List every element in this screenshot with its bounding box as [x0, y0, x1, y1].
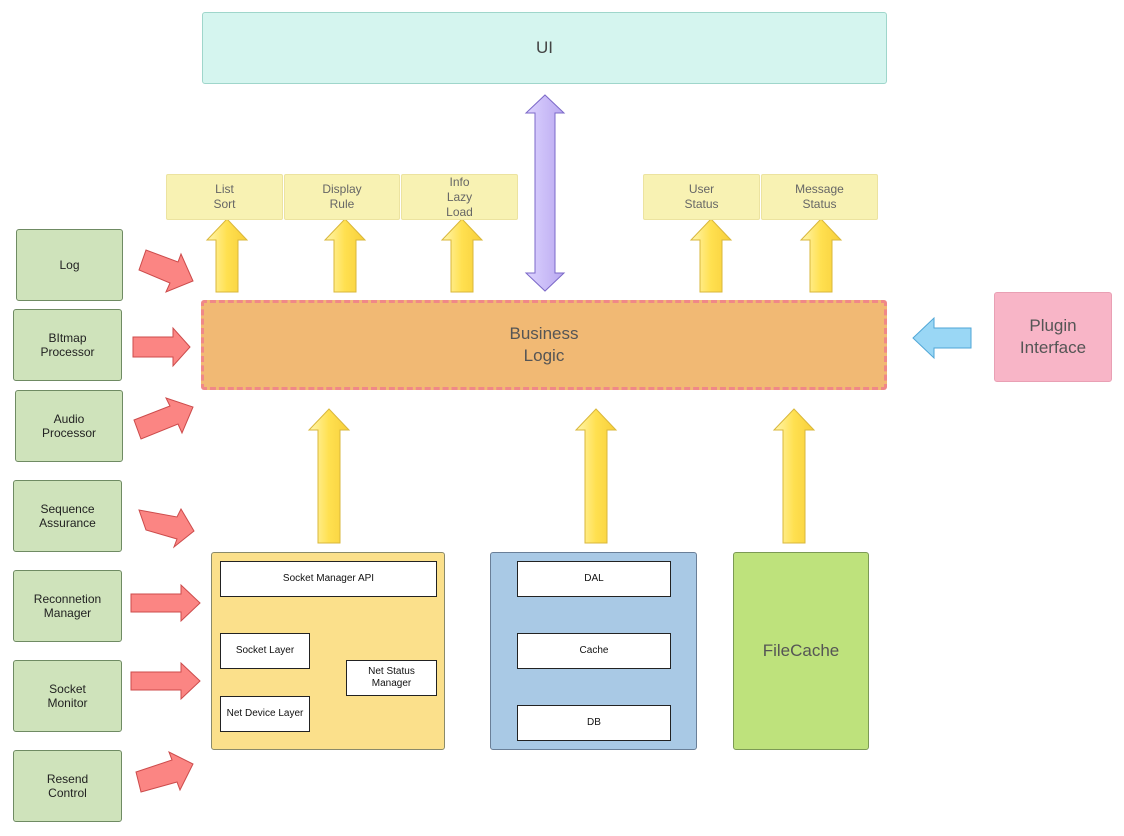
- module-label: Reconnetion Manager: [33, 592, 102, 620]
- feature-label: Display Rule: [322, 182, 362, 211]
- module-audio-processor: Audio Processor: [15, 390, 123, 462]
- up-arrow-display-rule: [323, 218, 367, 293]
- feature-user-status: User Status: [643, 174, 760, 220]
- feature-info-lazy-load: Info Lazy Load: [401, 174, 518, 220]
- left-arrow-plugin: [912, 316, 972, 360]
- feature-label: User Status: [684, 182, 719, 211]
- red-arrow-resend: [135, 750, 194, 793]
- module-socket-monitor: Socket Monitor: [13, 660, 122, 732]
- feature-label: Info Lazy Load: [446, 174, 473, 219]
- cache-box: Cache: [517, 633, 671, 669]
- socket-manager-api: Socket Manager API: [220, 561, 437, 597]
- feature-label: Message Status: [795, 182, 844, 211]
- ui-label: UI: [536, 38, 553, 57]
- module-log: Log: [16, 229, 123, 301]
- up-arrow-user-status: [689, 218, 733, 293]
- module-label: Resend Control: [46, 772, 89, 800]
- module-sequence-assurance: Sequence Assurance: [13, 480, 122, 552]
- red-arrow-bitmap: [132, 326, 191, 368]
- filecache-box: FileCache: [733, 552, 869, 750]
- module-label: Sequence Assurance: [39, 502, 96, 530]
- plugin-interface: Plugin Interface: [994, 292, 1112, 382]
- bidirectional-arrow-ui-business: [524, 94, 566, 292]
- feature-message-status: Message Status: [761, 174, 878, 220]
- up-arrow-list-sort: [205, 218, 249, 293]
- net-device-layer-label: Net Device Layer: [226, 708, 304, 719]
- socket-manager-api-label: Socket Manager API: [282, 573, 375, 584]
- net-status-manager: Net Status Manager: [346, 660, 437, 696]
- business-logic-label: Business Logic: [509, 324, 579, 365]
- feature-list-sort: List Sort: [166, 174, 283, 220]
- socket-layer: Socket Layer: [220, 633, 310, 669]
- module-bitmap-processor: BItmap Processor: [13, 309, 122, 381]
- red-arrow-socket-monitor: [130, 661, 201, 701]
- db-label: DB: [587, 717, 601, 728]
- cache-label: Cache: [579, 645, 609, 656]
- socket-layer-label: Socket Layer: [235, 645, 295, 656]
- dal-box: DAL: [517, 561, 671, 597]
- red-arrow-reconnection: [130, 583, 201, 623]
- module-label: BItmap Processor: [40, 331, 95, 359]
- up-arrow-socket-to-business: [307, 408, 351, 544]
- db-box: DB: [517, 705, 671, 741]
- dal-label: DAL: [584, 573, 604, 584]
- module-reconnection-manager: Reconnetion Manager: [13, 570, 122, 642]
- up-arrow-message-status: [799, 218, 843, 293]
- feature-display-rule: Display Rule: [284, 174, 400, 220]
- module-label: Audio Processor: [41, 412, 97, 440]
- business-logic-layer: Business Logic: [201, 300, 887, 390]
- red-arrow-log: [138, 249, 194, 293]
- module-label: Socket Monitor: [47, 682, 88, 710]
- ui-layer: UI: [202, 12, 887, 84]
- red-arrow-audio: [133, 397, 194, 440]
- filecache-label: FileCache: [762, 641, 840, 660]
- module-resend-control: Resend Control: [13, 750, 122, 822]
- plugin-interface-label: Plugin Interface: [1019, 316, 1087, 357]
- net-device-layer: Net Device Layer: [220, 696, 310, 732]
- up-arrow-info-lazy-load: [440, 218, 484, 293]
- module-label: Log: [59, 258, 80, 272]
- feature-label: List Sort: [213, 182, 236, 211]
- up-arrow-filecache-to-business: [772, 408, 816, 544]
- red-arrow-sequence: [138, 507, 195, 549]
- up-arrow-dal-to-business: [574, 408, 618, 544]
- net-status-manager-label: Net Status Manager: [368, 666, 415, 689]
